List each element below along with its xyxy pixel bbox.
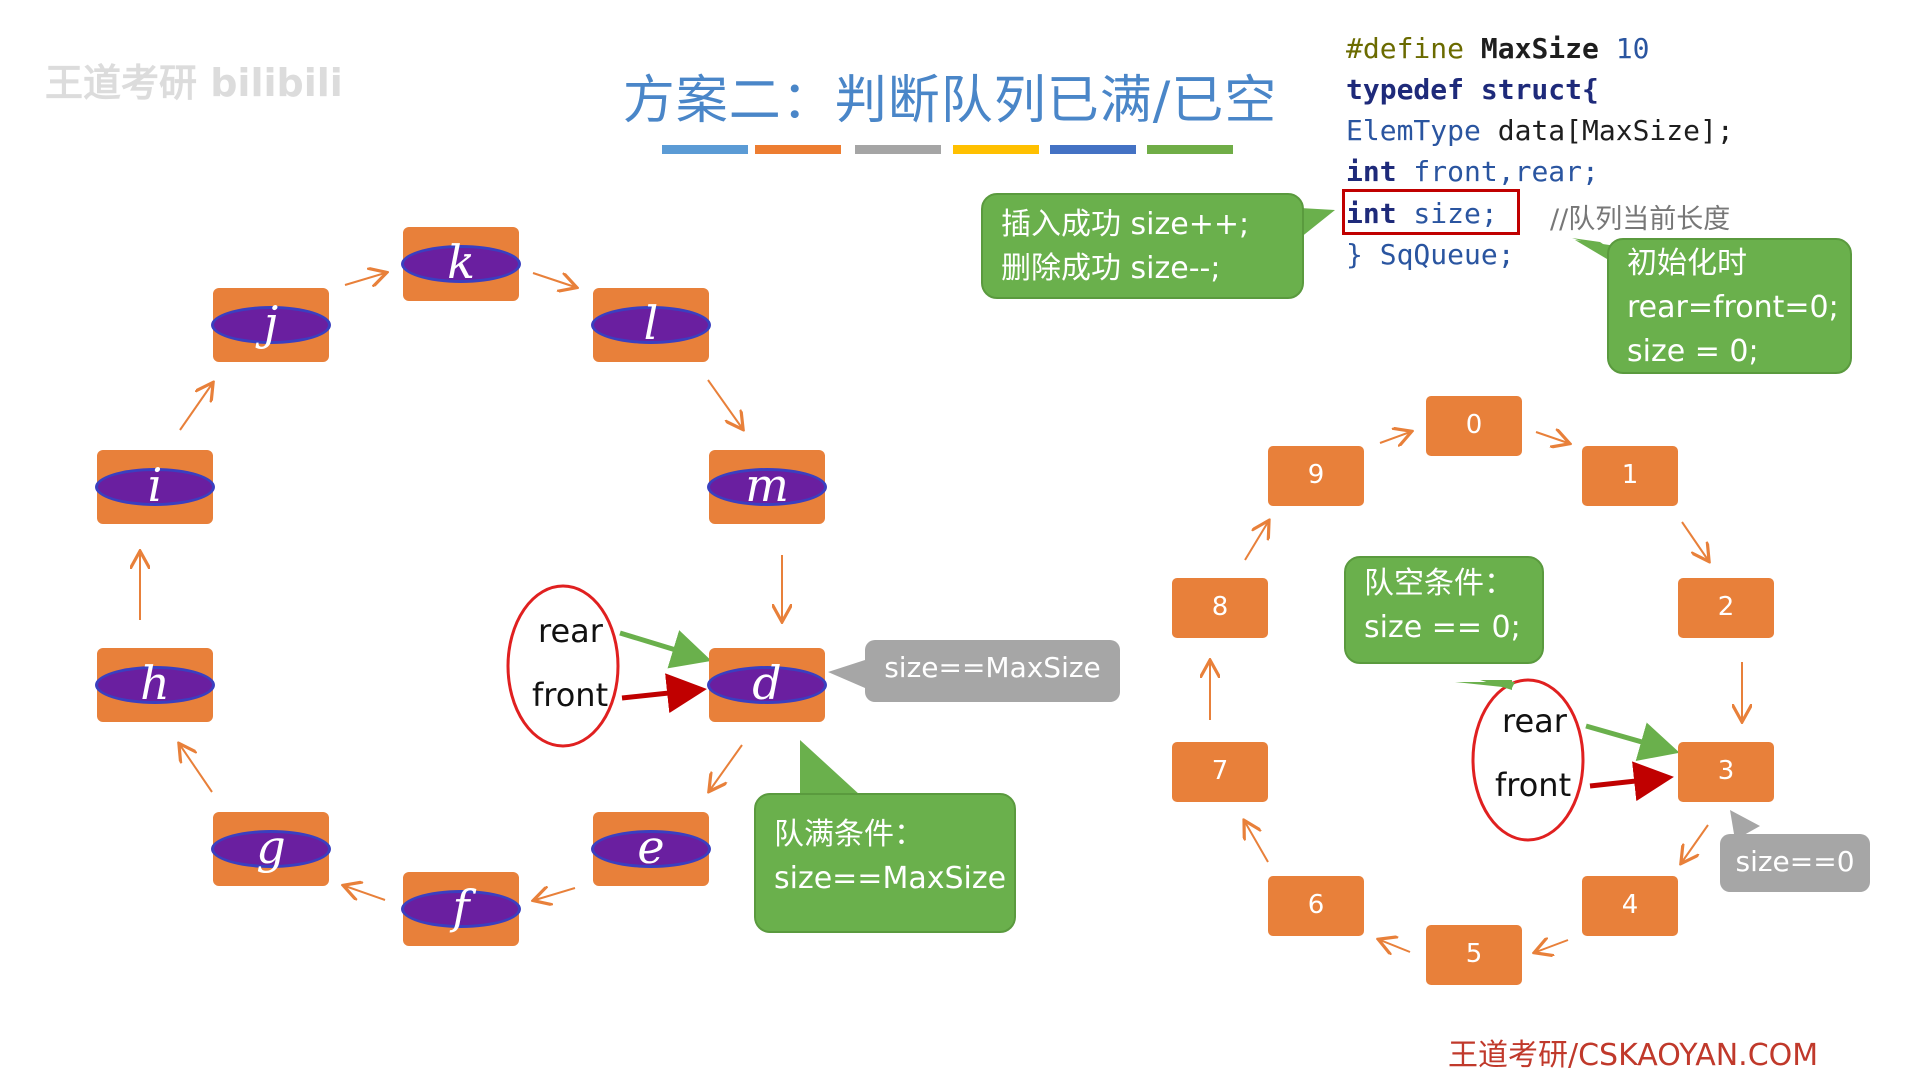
init-rear-front: rear=front=0; (1627, 290, 1839, 325)
footer-brand: 王道考研/CSKAOYAN.COM (1448, 1038, 1819, 1073)
empty-condition-title: 队空条件： (1364, 566, 1514, 601)
left-node-k: k (401, 227, 521, 301)
left-node-m: m (707, 450, 827, 524)
left-node-d: d (707, 648, 827, 722)
right-node-5: 5 (1426, 925, 1522, 985)
right-node-8: 8 (1172, 578, 1268, 638)
right-node-1: 1 (1582, 446, 1678, 506)
left-rear-label: rear (538, 612, 603, 650)
right-front-label: front (1495, 766, 1572, 804)
right-node-7: 7 (1172, 742, 1268, 802)
accent-bar-5 (1050, 145, 1136, 154)
right-node-3: 3 (1678, 742, 1774, 802)
watermark-logo: 王道考研 bilibili (45, 61, 343, 105)
code-line-data: ElemType data[MaxSize]; (1346, 114, 1734, 147)
accent-bar-4 (953, 145, 1039, 154)
right-node-2: 2 (1678, 578, 1774, 638)
right-node-0: 0 (1426, 396, 1522, 456)
init-callout: 初始化时 rear=front=0; size = 0; (1607, 238, 1852, 374)
left-node-j: j (211, 288, 331, 362)
accent-bar-1 (662, 145, 748, 154)
init-title: 初始化时 (1627, 246, 1747, 281)
accent-bar-2 (755, 145, 841, 154)
left-front-label: front (532, 676, 609, 714)
full-condition-expr: size==MaxSize (774, 861, 1007, 896)
right-rear-label: rear (1502, 702, 1567, 740)
accent-bar-3 (855, 145, 941, 154)
empty-state-badge: size==0 (1720, 834, 1870, 892)
delete-rule: 删除成功 size--; (1001, 251, 1221, 286)
size-update-callout: 插入成功 size++; 删除成功 size--; (981, 193, 1304, 299)
full-state-badge: size==MaxSize (865, 640, 1120, 702)
left-node-h: h (95, 648, 215, 722)
right-node-6: 6 (1268, 876, 1364, 936)
code-line-front-rear: int front,rear; (1346, 155, 1599, 188)
accent-bar-6 (1147, 145, 1233, 154)
slide-title: 方案二：判断队列已满/已空 (622, 71, 1278, 131)
code-line-size: int size; (1346, 197, 1498, 230)
size-highlight-box (1342, 189, 1520, 235)
code-line-define: #define MaxSize 10 (1346, 32, 1650, 65)
empty-condition-expr: size == 0; (1364, 610, 1521, 645)
left-node-i: i (95, 450, 215, 524)
left-node-l: l (591, 288, 711, 362)
code-line-close: } SqQueue; (1346, 238, 1515, 271)
left-node-f: f (401, 872, 521, 946)
right-node-4: 4 (1582, 876, 1678, 936)
right-node-9: 9 (1268, 446, 1364, 506)
code-line-typedef: typedef struct{ (1346, 73, 1599, 106)
left-node-g: g (211, 812, 331, 886)
init-size: size = 0; (1627, 334, 1759, 369)
empty-condition-callout: 队空条件： size == 0; (1344, 556, 1544, 664)
full-condition-callout: 队满条件： size==MaxSize (754, 793, 1016, 933)
insert-rule: 插入成功 size++; (1001, 207, 1250, 242)
full-condition-title: 队满条件： (774, 817, 924, 852)
code-comment: //队列当前长度 (1550, 204, 1731, 235)
left-node-e: e (591, 812, 711, 886)
